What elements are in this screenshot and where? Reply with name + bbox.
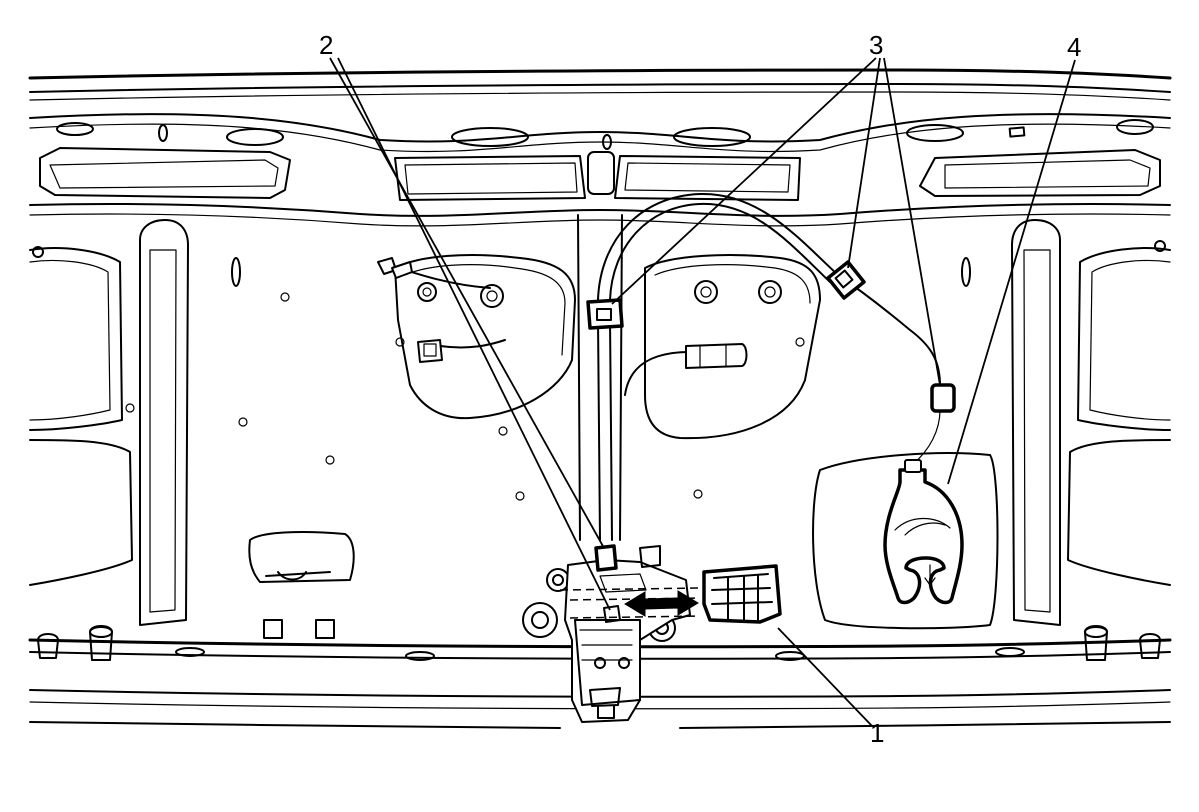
callout-3: 3 [869,30,883,60]
leader-3c [883,57,941,386]
callout-labels: 1 2 3 4 [319,30,1081,748]
leader-3a [611,57,877,305]
leader-4 [947,59,1076,485]
emergency-release-handle [883,459,964,605]
harness-retainer-clip [586,298,624,330]
center-connector [685,343,748,369]
harness-retainer-clip [826,260,866,300]
leader-2 [329,57,605,549]
latch-connector-detached [702,564,782,624]
callout-2: 2 [319,30,333,60]
callout-4: 4 [1067,32,1081,62]
double-arrow-icon [624,590,699,617]
leader-2b [337,57,611,611]
left-lower-connector [417,339,443,363]
wiring-harness [382,192,941,541]
harness-retainer-clip [930,383,956,413]
leader-1 [777,627,873,727]
callout-1: 1 [870,718,884,748]
trunk-lid-inner-panel [28,68,1172,729]
emergency-release-area [812,452,999,630]
leader-lines [329,57,1076,727]
left-upper-connector [377,257,413,279]
leader-3b [847,57,881,269]
